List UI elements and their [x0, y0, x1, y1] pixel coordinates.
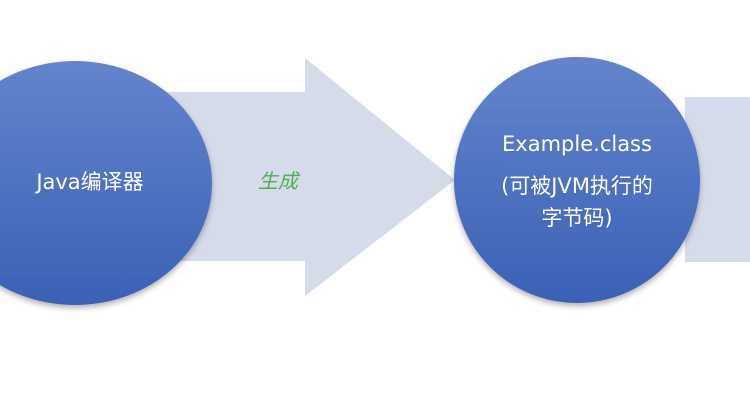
node-classfile — [454, 57, 700, 303]
classfile-label-line3: 字节码) — [541, 206, 613, 230]
node-compiler — [0, 61, 212, 305]
compiler-label: Java编译器 — [36, 170, 144, 194]
classfile-label-line1: Example.class — [502, 132, 652, 156]
arrow-right-partial — [685, 97, 750, 262]
edge-label-generate: 生成 — [258, 169, 298, 193]
arrow-compile — [150, 58, 455, 296]
classfile-label-line2: (可被JVM执行的 — [501, 174, 653, 198]
